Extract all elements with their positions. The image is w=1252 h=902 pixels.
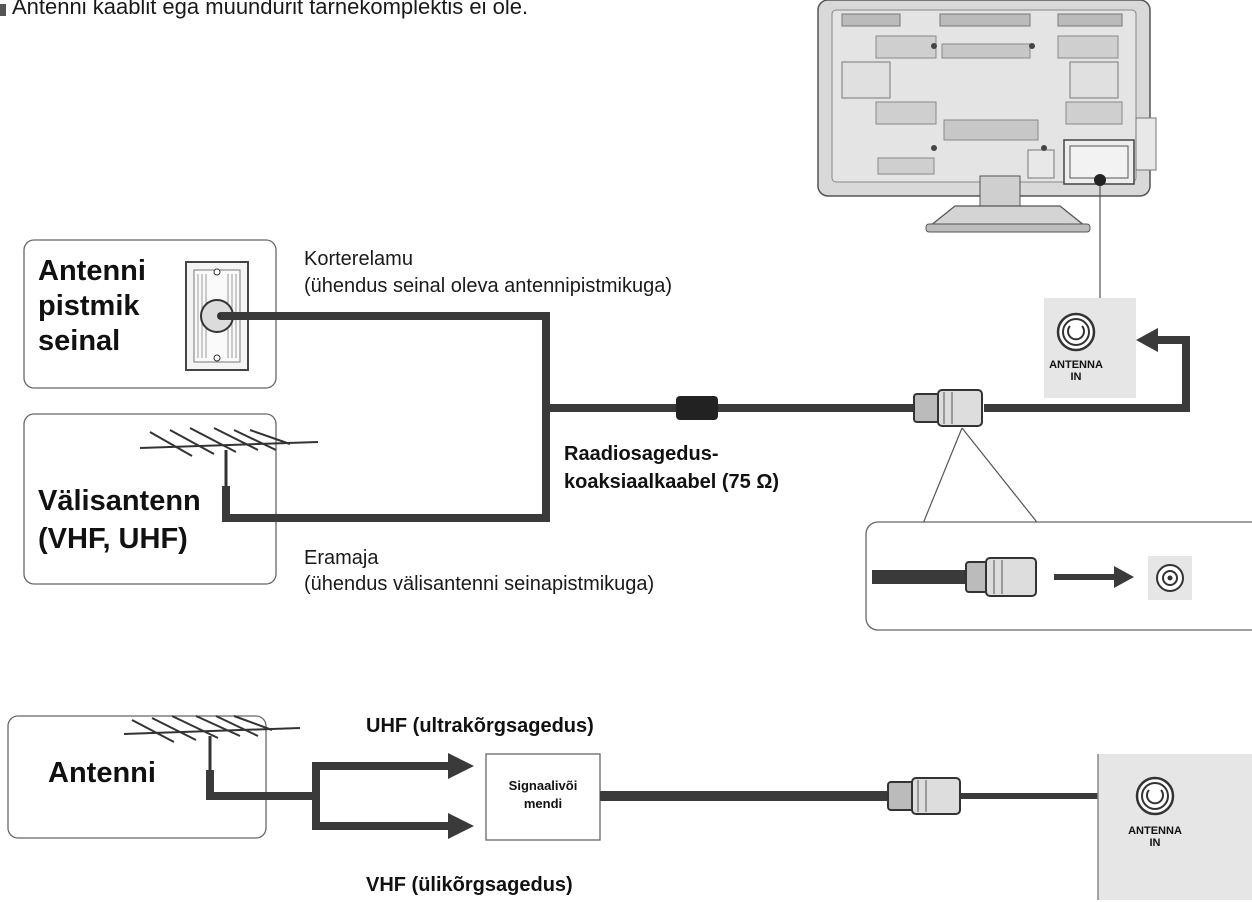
wall-socket-title-1: Antenni <box>38 255 146 287</box>
port-bottom-label-line2: IN <box>1150 837 1161 849</box>
coax-plug-icon <box>913 389 983 427</box>
callout-leader-right <box>961 427 1041 527</box>
uhf-arrow-icon <box>448 753 474 779</box>
apartment-label-2: (ühendus seinal oleva antennipistmikuga) <box>304 275 672 297</box>
vhf-label: VHF (ülikõrgsagedus) <box>366 874 573 896</box>
house-label-2: (ühendus välisantenni seinapistmikuga) <box>304 573 654 595</box>
amplifier-antenna-box: Antenni <box>7 715 301 839</box>
wall-socket-title-2: pistmik <box>38 290 140 322</box>
coax-plug-icon-bottom <box>887 777 961 815</box>
wall-plate-icon <box>185 261 249 371</box>
port-bottom-label-line1: ANTENNA <box>1128 825 1182 837</box>
outdoor-antenna-box: Välisantenn (VHF, UHF) <box>23 413 319 585</box>
port-label-line2: IN <box>1071 371 1082 383</box>
antenna-feed-cable <box>206 770 316 800</box>
arrow-to-port-icon <box>1136 328 1158 352</box>
tv-rear-illustration <box>817 0 1157 233</box>
top-note: Antenni kaablit ega muundurit tarnekompl… <box>12 0 528 19</box>
wall-socket-box: Antenni pistmik seinal <box>23 239 277 389</box>
outdoor-title-1: Välisantenn <box>38 485 201 517</box>
antenna-in-port[interactable]: ANTENNA IN <box>1044 298 1136 398</box>
amp-antenna-title: Antenni <box>48 757 156 789</box>
cable-label-2: koaksiaalkaabel (75 Ω) <box>564 471 779 493</box>
antenna-icon-bottom <box>123 715 301 774</box>
apartment-label-1: Korterelamu <box>304 248 413 270</box>
cable-label-1: Raadiosagedus- <box>564 443 718 465</box>
vhf-cable <box>312 796 452 830</box>
port-label-line1: ANTENNA <box>1049 359 1103 371</box>
amplifier-label-2: mendi <box>524 796 562 811</box>
callout-arrow-icon <box>1114 566 1134 588</box>
cable-to-port <box>984 336 1190 412</box>
coax-cable-loop <box>221 312 550 522</box>
signal-amplifier-box: Signaalivõi mendi <box>485 753 601 841</box>
amplifier-label-1: Signaalivõi <box>509 778 578 793</box>
antenna-icon <box>139 427 319 490</box>
vhf-arrow-icon <box>448 813 474 839</box>
note-bullet <box>0 4 6 16</box>
wall-socket-title-3: seinal <box>38 325 120 357</box>
uhf-cable <box>312 762 452 826</box>
antenna-in-port-bottom[interactable]: ANTENNA IN <box>1097 754 1252 900</box>
uhf-label: UHF (ultrakõrgsagedus) <box>366 715 594 737</box>
ferrite-core-icon <box>676 396 718 420</box>
connection-detail-callout <box>865 521 1252 631</box>
house-label-1: Eramaja <box>304 547 379 569</box>
callout-leader-left <box>921 427 963 527</box>
outdoor-title-2: (VHF, UHF) <box>38 523 188 555</box>
